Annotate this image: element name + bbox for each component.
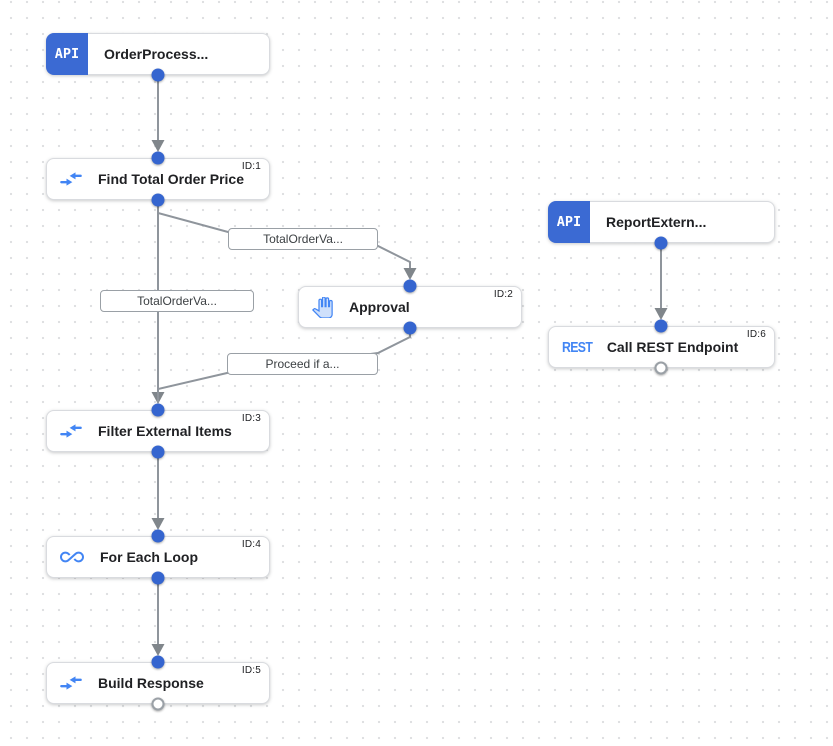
node-title: Call REST Endpoint (606, 339, 739, 355)
node-filter-external-items[interactable]: ID:3 Filter External Items (46, 410, 270, 452)
connection-point[interactable] (151, 151, 165, 165)
connection-point-open[interactable] (654, 361, 668, 375)
node-title: For Each Loop (100, 549, 198, 565)
task-id-badge: ID:6 (746, 329, 766, 340)
edge-label-totalorderva-filter[interactable]: TotalOrderVa... (100, 290, 254, 312)
edge-label-totalorderva-approval[interactable]: TotalOrderVa... (228, 228, 378, 250)
task-id-badge: ID:5 (241, 665, 261, 676)
node-title: Approval (349, 299, 410, 315)
api-trigger-icon: API (46, 33, 88, 75)
node-title: Build Response (98, 675, 204, 691)
connection-point[interactable] (151, 68, 165, 82)
connection-point[interactable] (403, 279, 417, 293)
loop-infinity-icon (60, 545, 84, 569)
node-build-response[interactable]: ID:5 Build Response (46, 662, 270, 704)
connection-point[interactable] (654, 319, 668, 333)
connection-point[interactable] (151, 655, 165, 669)
node-reportextern-trigger[interactable]: API ReportExtern... (548, 201, 775, 243)
task-id-badge: ID:2 (493, 289, 513, 300)
approval-hand-icon (312, 296, 333, 318)
connection-point[interactable] (151, 193, 165, 207)
data-mapping-icon (60, 422, 82, 440)
node-find-total-order-price[interactable]: ID:1 Find Total Order Price (46, 158, 270, 200)
node-title: Find Total Order Price (98, 171, 244, 187)
node-title: Filter External Items (98, 423, 232, 439)
data-mapping-icon (60, 674, 82, 692)
edge-label-proceed-if[interactable]: Proceed if a... (227, 353, 378, 375)
edge-filter-to-foreach (151, 452, 165, 530)
node-title: OrderProcess... (104, 46, 209, 62)
data-mapping-icon (60, 170, 82, 188)
task-id-badge: ID:4 (241, 539, 261, 550)
connection-point-open[interactable] (151, 697, 165, 711)
node-for-each-loop[interactable]: ID:4 For Each Loop (46, 536, 270, 578)
connection-point[interactable] (151, 445, 165, 459)
rest-icon: REST (562, 338, 593, 356)
node-call-rest-endpoint[interactable]: ID:6 REST Call REST Endpoint (548, 326, 775, 368)
connection-point[interactable] (654, 236, 668, 250)
task-id-badge: ID:1 (241, 161, 261, 172)
connection-point[interactable] (151, 529, 165, 543)
node-title: ReportExtern... (606, 214, 707, 230)
api-trigger-icon: API (548, 201, 590, 243)
task-id-badge: ID:3 (241, 413, 261, 424)
edge-foreach-to-buildresponse (151, 578, 165, 656)
connection-point[interactable] (403, 321, 417, 335)
edge-reportextern-to-callrest (654, 243, 668, 320)
connection-point[interactable] (151, 403, 165, 417)
connection-point[interactable] (151, 571, 165, 585)
node-orderprocess-trigger[interactable]: API OrderProcess... (46, 33, 270, 75)
edge-orderprocess-to-findtotal (151, 75, 165, 152)
